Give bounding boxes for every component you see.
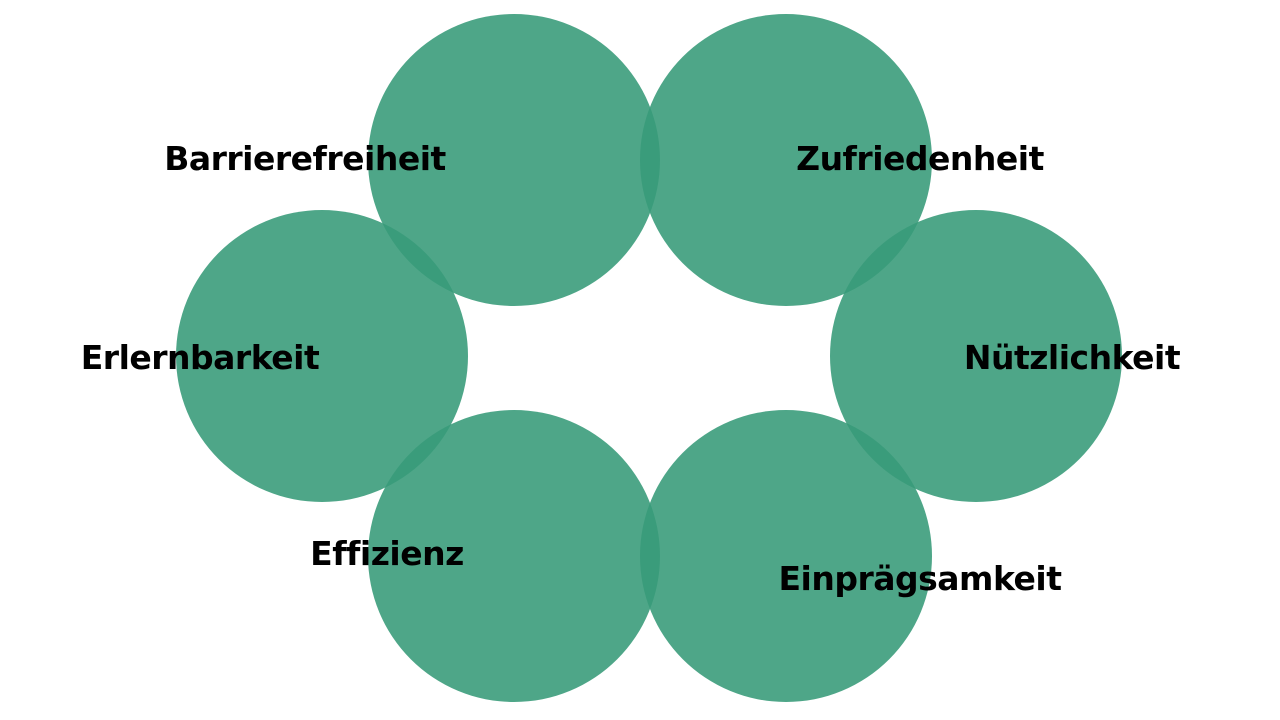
label-einpraegsamkeit: Einprägsamkeit: [779, 559, 1063, 598]
label-nuetzlichkeit: Nützlichkeit: [964, 338, 1181, 377]
circle-nuetzlichkeit: [830, 210, 1122, 502]
label-effizienz: Effizienz: [310, 534, 464, 573]
circle-einpraegsamkeit: [640, 410, 932, 702]
label-erlernbarkeit: Erlernbarkeit: [81, 338, 320, 377]
circle-erlernbarkeit: [176, 210, 468, 502]
label-barrierefreiheit: Barrierefreiheit: [164, 139, 446, 178]
circle-barrierefreiheit: [368, 14, 660, 306]
circle-effizienz: [368, 410, 660, 702]
label-zufriedenheit: Zufriedenheit: [796, 139, 1044, 178]
circle-zufriedenheit: [640, 14, 932, 306]
